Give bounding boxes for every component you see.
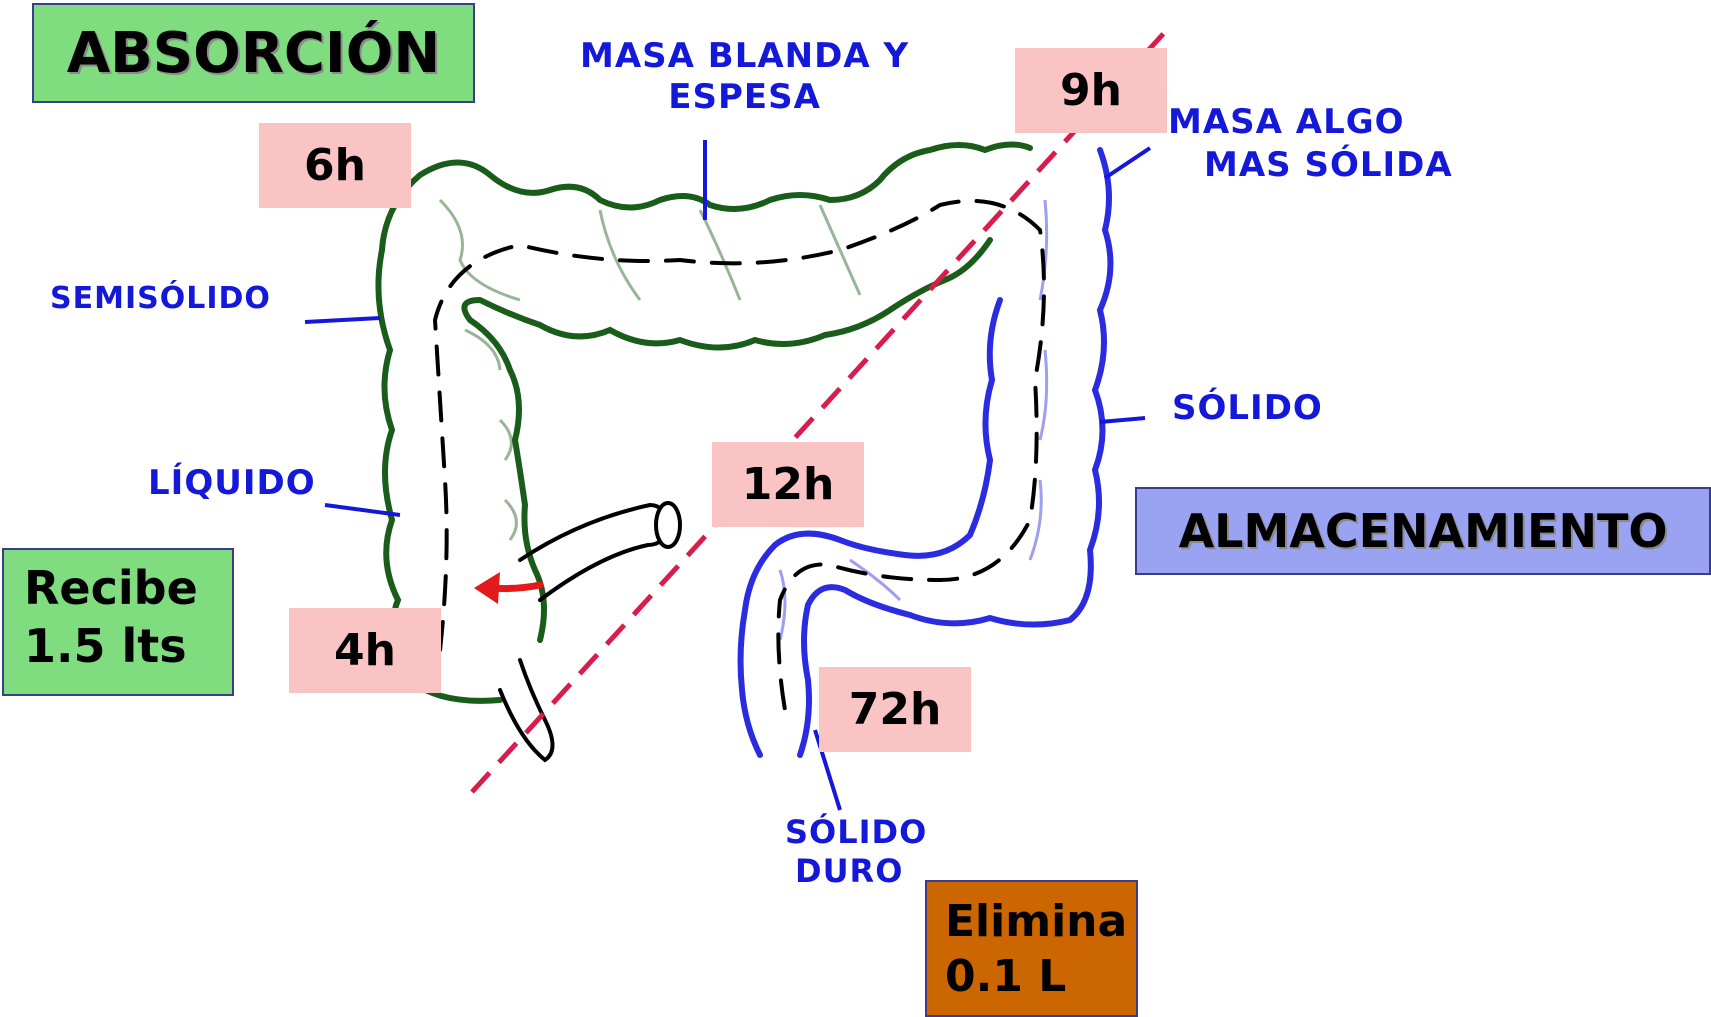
- time-4h-text: 4h: [334, 625, 396, 676]
- masa-blanda-line1: MASA BLANDA Y: [580, 38, 909, 75]
- intake-box: Recibe 1.5 lts: [2, 548, 234, 696]
- annotation-solido-duro: SÓLIDO DURO: [785, 815, 927, 889]
- masa-solida-line1: MASA ALGO: [1168, 104, 1453, 141]
- ileum-opening: [656, 503, 680, 547]
- time-4h: 4h: [289, 608, 441, 693]
- annotation-solido: SÓLIDO: [1172, 390, 1323, 427]
- time-12h-text: 12h: [742, 459, 835, 510]
- time-72h: 72h: [819, 667, 971, 752]
- solido-text: SÓLIDO: [1172, 388, 1323, 428]
- intake-line2: 1.5 lts: [24, 618, 232, 676]
- storage-label: ALMACENAMIENTO: [1135, 487, 1711, 575]
- masa-solida-line2: MAS SÓLIDA: [1204, 147, 1453, 184]
- time-12h: 12h: [712, 442, 864, 527]
- semisolido-pointer: [305, 318, 380, 322]
- semisolido-text: SEMISÓLIDO: [50, 281, 271, 316]
- output-box: Elimina 0.1 L: [925, 880, 1138, 1017]
- solido-duro-line1: SÓLIDO: [785, 815, 927, 850]
- annotation-semisolido: SEMISÓLIDO: [50, 282, 271, 315]
- time-6h: 6h: [259, 123, 411, 208]
- annotation-masa-solida: MASA ALGO MAS SÓLIDA: [1168, 104, 1453, 185]
- output-line1: Elimina: [945, 894, 1136, 949]
- masa-solida-pointer: [1105, 148, 1150, 178]
- liquido-text: LÍQUIDO: [148, 463, 316, 503]
- annotation-liquido: LÍQUIDO: [148, 465, 316, 502]
- absorption-label-text: ABSORCIÓN: [67, 21, 441, 86]
- time-9h: 9h: [1015, 48, 1167, 133]
- solido-pointer: [1100, 418, 1145, 422]
- intake-line1: Recibe: [24, 560, 232, 618]
- time-6h-text: 6h: [304, 140, 366, 191]
- time-9h-text: 9h: [1060, 65, 1122, 116]
- annotation-masa-blanda: MASA BLANDA Y ESPESA: [580, 38, 909, 117]
- masa-blanda-line2: ESPESA: [580, 79, 909, 116]
- storage-label-text: ALMACENAMIENTO: [1179, 504, 1668, 558]
- absorption-label: ABSORCIÓN: [32, 3, 475, 103]
- solido-duro-line2: DURO: [795, 854, 927, 889]
- time-72h-text: 72h: [849, 684, 942, 735]
- output-line2: 0.1 L: [945, 949, 1136, 1004]
